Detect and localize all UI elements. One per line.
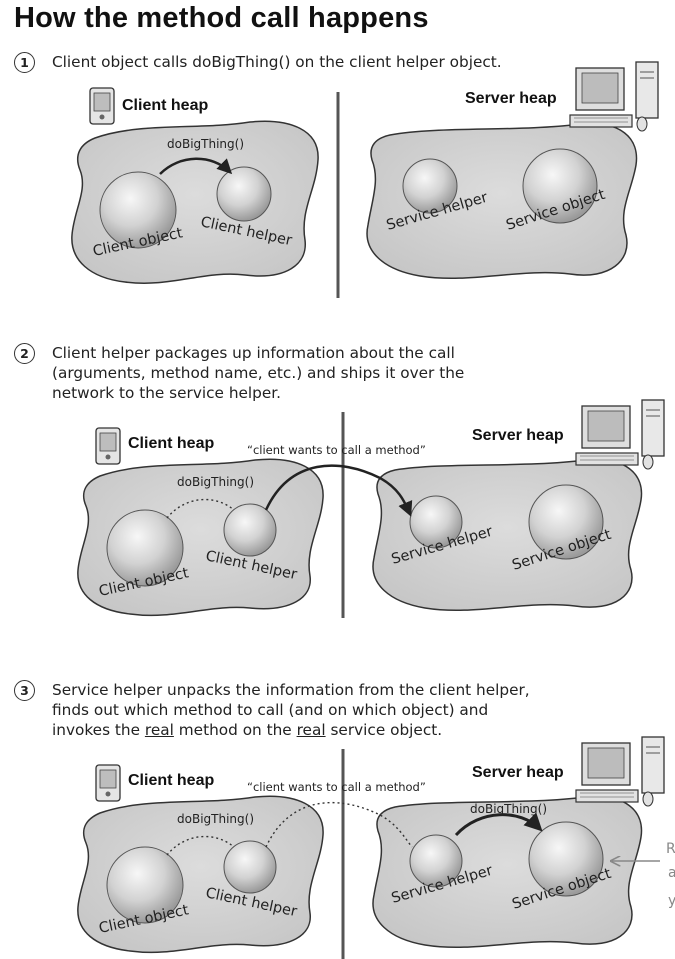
step-3-line-3: invokes the real method on the real serv… [52, 720, 654, 740]
call-label: doBigThing() [177, 475, 254, 489]
call-label: doBigThing() [177, 812, 254, 826]
step-3-diagram: Client heap Server heap “client wants to… [0, 735, 675, 959]
server-heap-label: Server heap [465, 90, 557, 107]
side-note-2: a [668, 865, 675, 881]
server-heap-label: Server heap [472, 764, 564, 781]
service-call-arrow [454, 812, 543, 837]
step-2-line-2: (arguments, method name, etc.) and ships… [52, 364, 465, 382]
server-computer-icon [575, 736, 665, 807]
step-3-line-1: Service helper unpacks the information f… [52, 681, 530, 699]
network-dotted-path [265, 801, 413, 848]
step-2-text: 2 Client helper packages up information … [14, 343, 654, 403]
server-call-label: doBigThing() [470, 802, 547, 816]
step-2-number: 2 [14, 343, 35, 364]
step-2-line-1: Client helper packages up information ab… [52, 344, 455, 362]
client-helper-ball [223, 503, 277, 557]
step-3-real-1: real [144, 721, 174, 739]
network-message-label: “client wants to call a method” [247, 443, 426, 457]
step-2-diagram: Client heap Server heap “client wants to… [0, 398, 675, 623]
server-computer-icon [569, 61, 659, 132]
step-1-line-1: Client object calls doBigThing() on the … [52, 53, 502, 71]
server-computer-icon [575, 399, 665, 470]
service-object-ball [522, 148, 598, 224]
network-message-label: “client wants to call a method” [247, 780, 426, 794]
step-2-line-3: network to the service helper. [52, 384, 282, 402]
step-1-text: 1 Client object calls doBigThing() on th… [14, 52, 654, 73]
client-heap-label: Client heap [128, 772, 214, 789]
side-note-1: R [666, 841, 675, 857]
service-object-ball [528, 821, 604, 897]
client-object-ball [106, 509, 184, 587]
client-object-ball [99, 171, 177, 249]
client-heap-label: Client heap [122, 97, 208, 114]
network-arrow [264, 464, 413, 517]
step-3-text: 3 Service helper unpacks the information… [14, 680, 654, 740]
step-3-line-2: finds out which method to call (and on w… [52, 701, 489, 719]
service-helper-ball [409, 495, 463, 549]
step-3-line-3-c: service object. [325, 721, 443, 739]
client-helper-ball [223, 840, 277, 894]
pda-icon [95, 764, 121, 802]
call-arrow [159, 157, 233, 175]
pda-icon [95, 427, 121, 465]
service-helper-ball [402, 158, 458, 214]
step-3-number: 3 [14, 680, 35, 701]
page-title: How the method call happens [14, 2, 429, 34]
server-heap-label: Server heap [472, 427, 564, 444]
step-1-number: 1 [14, 52, 35, 73]
step-1-diagram: Client heap Server heap doBigThing() Cli… [0, 60, 675, 305]
client-object-ball [106, 846, 184, 924]
service-object-ball [528, 484, 604, 560]
client-heap-label: Client heap [128, 435, 214, 452]
side-note-3: y [668, 893, 675, 909]
service-helper-ball [409, 834, 463, 888]
step-3-line-3-a: invokes the [52, 721, 145, 739]
client-helper-ball [216, 166, 272, 222]
step-3-line-3-b: method on the [173, 721, 297, 739]
step-3-real-2: real [296, 721, 326, 739]
pda-icon [89, 87, 115, 125]
call-label: doBigThing() [167, 137, 244, 151]
